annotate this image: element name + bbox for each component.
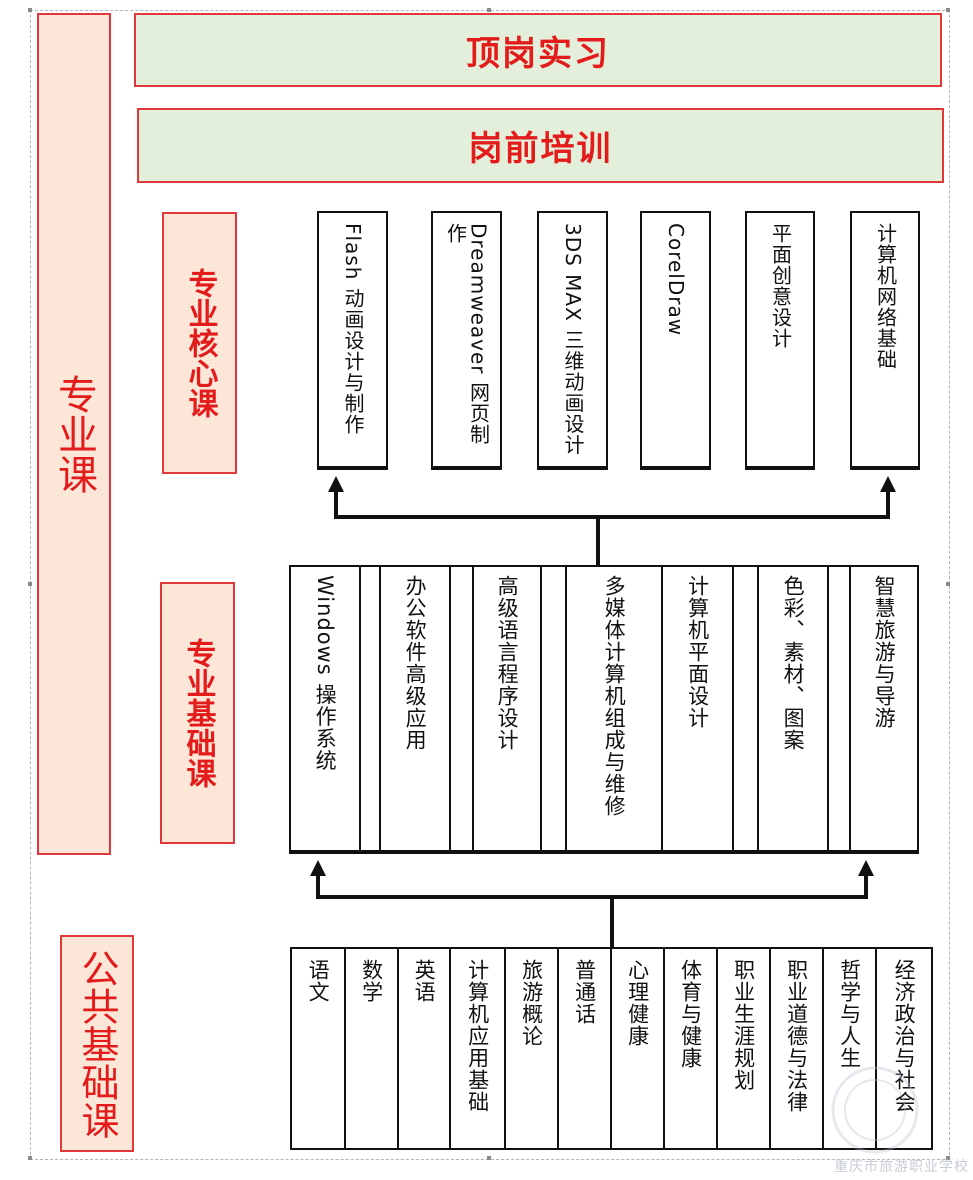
public-course-label: 体育与健康: [678, 959, 703, 1069]
public-course-label: 英语: [412, 959, 437, 1003]
core-course-box: CorelDraw: [640, 211, 711, 470]
basic-course-label: 高级语言程序设计: [495, 575, 520, 751]
public-course-cell: 职业道德与法律: [771, 949, 824, 1148]
connector-line: [334, 486, 890, 519]
resize-handle[interactable]: [946, 8, 950, 12]
core-course-box: 计算机网络基础: [850, 211, 920, 470]
basic-course-cell: 智慧旅游与导游: [851, 567, 917, 850]
public-course-cell: 英语: [399, 949, 451, 1148]
public-course-cell: 计算机应用基础: [451, 949, 506, 1148]
label-public-courses: 公共基础课: [60, 935, 134, 1152]
school-seal-watermark: [831, 1066, 919, 1154]
public-course-label: 经济政治与社会: [892, 959, 917, 1113]
resize-handle[interactable]: [487, 8, 491, 12]
core-course-label: Dreamweaver 网页制作: [443, 223, 491, 445]
basic-course-cell: [451, 567, 474, 850]
basic-course-cell: 高级语言程序设计: [474, 567, 542, 850]
basic-course-cell: 多媒体计算机组成与维修: [567, 567, 663, 850]
basic-course-cell: [829, 567, 851, 850]
public-course-label: 心理健康: [625, 959, 650, 1047]
label-core-courses: 专业核心课: [162, 212, 237, 474]
basic-course-cell: [361, 567, 381, 850]
banner-pre-job-training: 岗前培训: [137, 108, 944, 183]
basic-course-label: 办公软件高级应用: [403, 575, 428, 751]
basic-course-label: 智慧旅游与导游: [872, 575, 897, 729]
resize-handle[interactable]: [946, 582, 950, 586]
connector-line: [316, 870, 868, 899]
resize-handle[interactable]: [28, 1156, 32, 1160]
public-course-label: 语文: [306, 959, 331, 1003]
public-course-label: 职业道德与法律: [784, 959, 809, 1113]
basic-course-cell: [542, 567, 567, 850]
core-course-box: 3DS MAX 三维动画设计: [537, 211, 608, 470]
basic-course-label: Windows 操作系统: [313, 575, 338, 772]
label-basic-courses: 专业基础课: [160, 582, 235, 844]
core-course-label: 平面创意设计: [768, 223, 793, 349]
public-course-label: 职业生涯规划: [731, 959, 756, 1091]
public-course-cell: 体育与健康: [665, 949, 718, 1148]
resize-handle[interactable]: [946, 1156, 950, 1160]
basic-course-label: 色彩、素材、图案: [781, 575, 806, 751]
watermark-text: 重庆市旅游职业学校: [834, 1159, 969, 1175]
label-professional-courses: 专业课: [37, 13, 111, 855]
public-course-label: 普通话: [572, 959, 597, 1025]
resize-handle[interactable]: [28, 582, 32, 586]
basic-course-cell: 办公软件高级应用: [381, 567, 451, 850]
public-course-cell: 数学: [346, 949, 399, 1148]
core-course-box: Flash 动画设计与制作: [317, 211, 388, 470]
public-course-label: 计算机应用基础: [465, 959, 490, 1113]
public-course-cell: 旅游概论: [506, 949, 559, 1148]
core-course-label: 计算机网络基础: [873, 223, 898, 370]
basic-course-cell: [734, 567, 759, 850]
core-course-label: 3DS MAX 三维动画设计: [561, 223, 585, 456]
public-course-label: 数学: [359, 959, 384, 1003]
public-course-group: 语文 数学 英语 计算机应用基础 旅游概论 普通话 心理健康 体育与健康 职业生…: [290, 947, 933, 1150]
basic-course-group: Windows 操作系统 办公软件高级应用 高级语言程序设计 多媒体计算机组成与…: [289, 565, 919, 854]
public-course-label: 旅游概论: [519, 959, 544, 1047]
public-course-label: 哲学与人生: [837, 959, 862, 1069]
banner-internship: 顶岗实习: [134, 13, 942, 87]
basic-course-cell: 色彩、素材、图案: [759, 567, 829, 850]
core-course-label: Flash 动画设计与制作: [341, 223, 365, 435]
public-course-cell: 心理健康: [612, 949, 665, 1148]
resize-handle[interactable]: [487, 1156, 491, 1160]
basic-course-label: 计算机平面设计: [685, 575, 710, 729]
public-course-cell: 哲学与人生: [824, 949, 877, 1148]
core-course-box: 平面创意设计: [745, 211, 815, 470]
public-course-cell: 经济政治与社会: [877, 949, 931, 1148]
public-course-cell: 职业生涯规划: [718, 949, 771, 1148]
basic-course-cell: Windows 操作系统: [291, 567, 361, 850]
core-course-box: Dreamweaver 网页制作: [431, 211, 502, 470]
basic-course-label: 多媒体计算机组成与维修: [602, 575, 627, 817]
public-course-cell: 语文: [292, 949, 346, 1148]
public-course-cell: 普通话: [559, 949, 612, 1148]
basic-course-cell: 计算机平面设计: [663, 567, 734, 850]
core-course-label: CorelDraw: [664, 223, 688, 337]
resize-handle[interactable]: [28, 8, 32, 12]
